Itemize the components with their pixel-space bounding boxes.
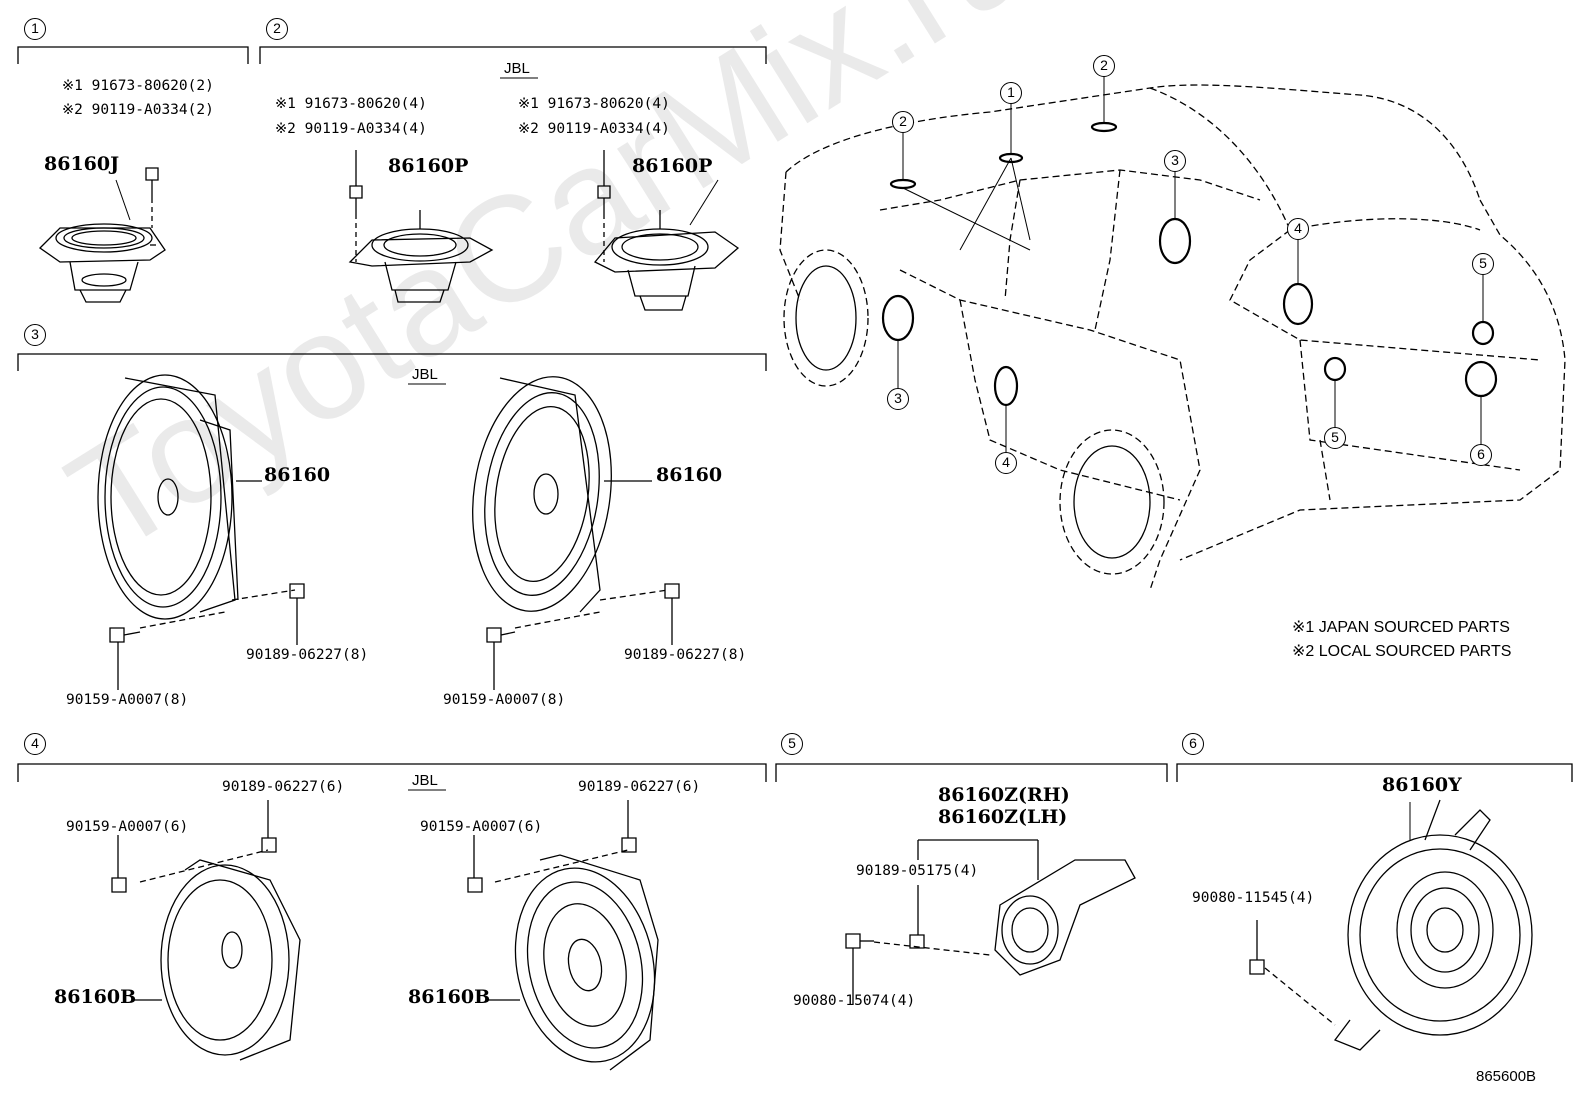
diagram-id: 865600B (1476, 1068, 1537, 1085)
car-callout-3-front: 3 (887, 388, 909, 410)
s5-screw-label: 90080-15074(4) (793, 993, 916, 1009)
car-callout-4-rear: 4 (1287, 218, 1309, 240)
s4a-screw-label: 90159-A0007(6) (66, 819, 189, 835)
s4b-part-label: 86160B (408, 986, 491, 1008)
s3-jbl-label: JBL (412, 366, 438, 383)
part-leaders (115, 179, 1411, 840)
car-callout-1: 1 (1000, 82, 1022, 104)
section-6-number: 6 (1182, 733, 1204, 755)
s1-note-1: ※1 91673-80620(2) (62, 78, 214, 94)
s3b-part-label: 86160 (656, 464, 723, 486)
s5-clip-label: 90189-05175(4) (856, 863, 979, 879)
s1-note-2: ※2 90119-A0334(2) (62, 102, 214, 118)
section-1-number: 1 (24, 18, 46, 40)
s6-screw-label: 90080-11545(4) (1192, 890, 1315, 906)
speaker-86160p-b-drawing (593, 150, 740, 311)
section-brackets (17, 46, 1573, 782)
s3a-part-label: 86160 (264, 464, 331, 486)
legend-japan-sourced: ※1 JAPAN SOURCED PARTS (1292, 619, 1510, 636)
s2b-note-2: ※2 90119-A0334(4) (518, 121, 670, 137)
s2a-note-1: ※1 91673-80620(4) (275, 96, 427, 112)
speaker-86160z-drawing (845, 839, 1136, 1005)
vehicle-wheels (783, 249, 1165, 575)
s2-jbl-label: JBL (504, 60, 530, 77)
car-callout-6: 6 (1470, 444, 1492, 466)
s3a-clip-label: 90189-06227(8) (246, 647, 369, 663)
s2a-note-2: ※2 90119-A0334(4) (275, 121, 427, 137)
jbl-underlines (408, 77, 538, 791)
speaker-86160-a-drawing (97, 374, 305, 690)
s6-part-label: 86160Y (1382, 774, 1462, 796)
s1-part-label: 86160J (44, 153, 120, 175)
s4b-screw-label: 90159-A0007(6) (420, 819, 543, 835)
speaker-86160-b-drawing (472, 376, 680, 690)
section-2-number: 2 (266, 18, 288, 40)
speaker-86160j-drawing (38, 167, 166, 303)
vehicle-speaker-rings (881, 121, 1498, 407)
section-3-number: 3 (24, 324, 46, 346)
s4a-part-label: 86160B (54, 986, 137, 1008)
car-callout-4-front: 4 (995, 452, 1017, 474)
s4-jbl-label: JBL (412, 772, 438, 789)
s4b-clip-label: 90189-06227(6) (578, 779, 701, 795)
speaker-86160p-a-drawing (348, 150, 494, 303)
speaker-86160b-b-drawing (467, 800, 659, 1071)
s3a-screw-label: 90159-A0007(8) (66, 692, 189, 708)
s2b-part-label: 86160P (632, 155, 713, 177)
s5-part-lh-label: 86160Z(LH) (938, 806, 1068, 828)
legend-local-sourced: ※2 LOCAL SOURCED PARTS (1292, 643, 1512, 660)
car-callout-2-front: 2 (892, 111, 914, 133)
s5-part-rh-label: 86160Z(RH) (938, 784, 1070, 806)
vehicle-drawing (779, 84, 1566, 591)
s3b-clip-label: 90189-06227(8) (624, 647, 747, 663)
section-5-number: 5 (781, 733, 803, 755)
s2b-note-1: ※1 91673-80620(4) (518, 96, 670, 112)
car-callout-5-upper: 5 (1472, 253, 1494, 275)
speaker-86160y-drawing (1249, 799, 1533, 1051)
s2a-part-label: 86160P (388, 155, 469, 177)
car-callout-2-rear: 2 (1093, 55, 1115, 77)
car-callout-5-lower: 5 (1324, 427, 1346, 449)
vehicle-callout-leaders (897, 76, 1484, 452)
speaker-86160b-a-drawing (111, 800, 301, 1061)
s4a-clip-label: 90189-06227(6) (222, 779, 345, 795)
s3b-screw-label: 90159-A0007(8) (443, 692, 566, 708)
section-4-number: 4 (24, 733, 46, 755)
car-callout-3-rear: 3 (1164, 150, 1186, 172)
